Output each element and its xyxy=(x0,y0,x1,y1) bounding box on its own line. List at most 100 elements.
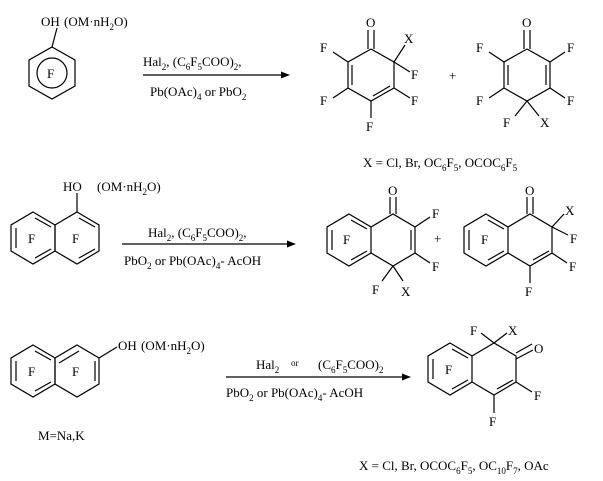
bond-c-x xyxy=(392,265,404,282)
atom-f: F xyxy=(432,206,439,221)
bond-c-x xyxy=(493,332,508,344)
atom-oh: OH xyxy=(118,338,137,353)
ring-f-label: F xyxy=(445,362,452,377)
reagent-1-line1: Hal2, (C6F5COO)2, xyxy=(143,54,242,72)
atom-f: F xyxy=(567,93,574,108)
ring-bonds xyxy=(370,213,416,267)
reagents-2: Hal2, (C6F5COO)2, PbO2 or Pb(OAc)4- AcOH xyxy=(122,225,296,271)
bond-c-o xyxy=(98,346,118,359)
inner-bond xyxy=(34,381,52,392)
reagents-1: Hal2, (C6F5COO)2, Pb(OAc)4 or PbO2 xyxy=(143,54,290,102)
atom-x: X xyxy=(404,31,414,46)
bond-c-x xyxy=(393,44,406,63)
reagents-3: Hal2 or (C6F5COO)2 PbO2 or Pb(OAc)4- AcO… xyxy=(226,357,411,403)
carbonyl-bond-2 xyxy=(515,349,534,360)
atom-f: F xyxy=(534,388,541,403)
atom-f: F xyxy=(432,259,439,274)
atom-f: F xyxy=(503,115,510,130)
double-bond-c4c5 xyxy=(372,85,391,97)
salt-label: (OM·nH2O) xyxy=(97,179,161,197)
atom-f: F xyxy=(366,119,373,134)
x-definition-1: X = Cl, Br, OC6F5, OCOC6F5 xyxy=(363,155,518,173)
bond-c-x xyxy=(551,213,565,228)
inner-bond xyxy=(451,379,469,390)
atom-f: F xyxy=(567,40,574,55)
atom-o: O xyxy=(534,341,543,356)
reagent-1-line2: Pb(OAc)4 or PbO2 xyxy=(150,84,246,102)
reactant-2-naphthol: HO (OM·nH2O) F F xyxy=(10,179,161,265)
product-2b: F O X F F F xyxy=(463,183,577,299)
atom-o: O xyxy=(525,183,534,198)
atom-f: F xyxy=(411,67,418,82)
reagent-3-or: or xyxy=(291,358,299,368)
inner-bond xyxy=(451,348,469,359)
ring-f-label: F xyxy=(28,231,35,246)
atom-f: F xyxy=(489,414,496,429)
reaction-3: OH (OM·nH2O) F F M=Na,K Hal2 or (C6F5COO… xyxy=(10,323,549,476)
atom-x: X xyxy=(508,323,518,338)
ring-bonds xyxy=(347,48,395,102)
atom-f: F xyxy=(470,323,477,338)
reaction-1: OH (OM·nH2O) F Hal2, (C6F5COO)2, Pb(OAc)… xyxy=(28,14,574,173)
atom-x: X xyxy=(540,115,550,130)
atom-x: X xyxy=(401,284,411,299)
plus-sign-2: + xyxy=(434,231,441,246)
atom-f: F xyxy=(320,40,327,55)
product-1a: O X F F F F F xyxy=(320,15,418,134)
product-1b: O F F F F F X xyxy=(476,15,574,130)
reagent-2-line1: Hal2, (C6F5COO)2, xyxy=(148,225,247,243)
ring-f-label: F xyxy=(481,232,488,247)
bond-c-x xyxy=(526,100,540,117)
bond-c-f xyxy=(488,87,505,99)
bond-c-f xyxy=(393,61,411,73)
reactant-1-phenol: OH (OM·nH2O) F xyxy=(28,14,128,100)
product-3: F O F X F F xyxy=(427,323,543,429)
atom-f: F xyxy=(570,231,577,246)
bond-c-f xyxy=(514,100,528,117)
atom-oh: HO xyxy=(63,179,82,194)
inner-bond xyxy=(34,217,52,228)
salt-label: (OM·nH2O) xyxy=(141,338,205,356)
atom-f: F xyxy=(476,93,483,108)
double-bond xyxy=(496,379,514,390)
product-2a: F O F F F X xyxy=(326,183,439,299)
naphthalene-ring-right xyxy=(54,211,100,265)
atom-x: X xyxy=(565,203,575,218)
bond-c-f xyxy=(480,332,495,344)
atom-o: O xyxy=(366,15,375,30)
bond-c-f xyxy=(551,252,568,264)
salt-label: (OM·nH2O) xyxy=(64,14,128,32)
atom-f: F xyxy=(320,93,327,108)
bond-c-f xyxy=(515,381,533,393)
reactant-3-naphthol: OH (OM·nH2O) F F M=Na,K xyxy=(10,338,205,443)
inner-bond xyxy=(34,350,52,361)
arrow-head-1 xyxy=(281,71,290,79)
bond-c-f xyxy=(381,265,394,282)
aromatic-circle xyxy=(36,57,68,89)
ring-bonds xyxy=(507,213,553,267)
atom-o: O xyxy=(522,15,531,30)
bond-c-f xyxy=(332,51,349,63)
bond-c-f xyxy=(488,51,505,63)
benzene-ring xyxy=(28,46,76,100)
atom-f: F xyxy=(411,93,418,108)
m-definition: M=Na,K xyxy=(38,428,85,443)
inner-bond xyxy=(350,219,368,230)
double-bond xyxy=(532,250,550,261)
bond-c-f xyxy=(549,51,566,63)
bond-c-f xyxy=(393,87,411,99)
ring-f-label: F xyxy=(28,364,35,379)
inner-bond xyxy=(487,250,505,261)
atom-f: F xyxy=(569,259,576,274)
ring-f-label: F xyxy=(343,232,350,247)
atom-f: F xyxy=(372,282,379,297)
inner-bond xyxy=(58,350,80,364)
reagent-3-line1a: Hal2 xyxy=(256,357,279,375)
reagent-2-line2: PbO2 or Pb(OAc)4- AcOH xyxy=(124,253,261,271)
ring-f-label: F xyxy=(72,364,79,379)
atom-o: O xyxy=(388,183,397,198)
bond-c-f xyxy=(549,87,566,99)
carbonyl-bond-1 xyxy=(515,343,533,354)
arrow-head-2 xyxy=(287,240,296,248)
